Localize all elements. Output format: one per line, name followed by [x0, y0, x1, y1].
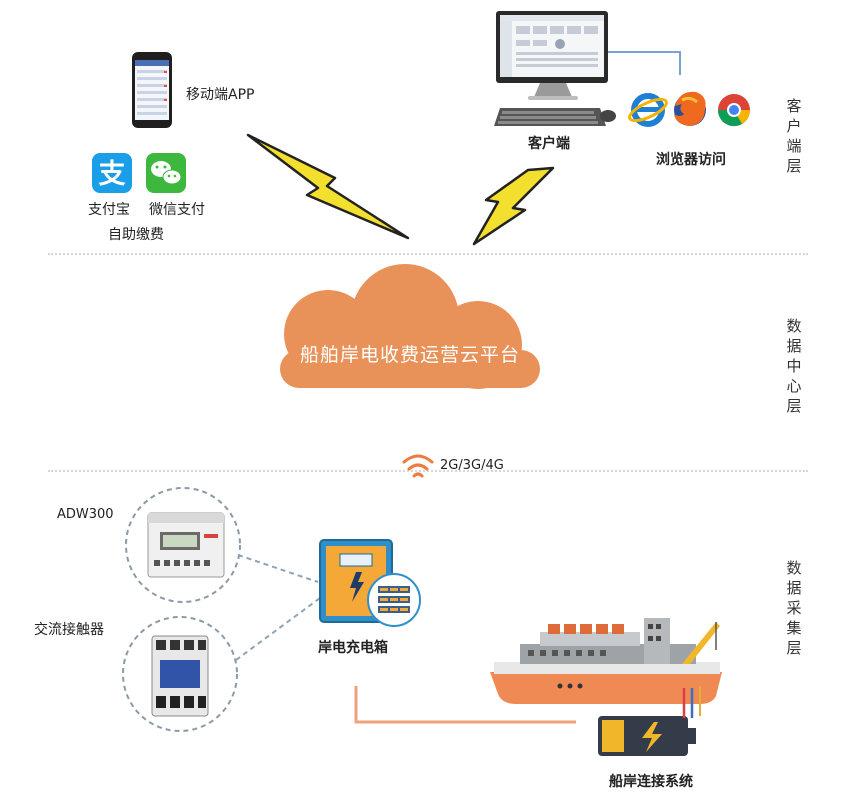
- contactor-label: 交流接触器: [34, 622, 104, 638]
- phone-icon: [132, 52, 172, 128]
- charger-box-label: 岸电充电箱: [318, 640, 388, 656]
- meter-circle: [125, 487, 241, 603]
- layer-label-datacenter-text: 数据中心层: [786, 317, 802, 415]
- lightning-bolt-right: [472, 166, 555, 246]
- ship-icon: [490, 618, 722, 704]
- self-payment-label: 自助缴费: [108, 227, 164, 243]
- connector-line-pc-browser: [605, 51, 681, 75]
- mobile-app-label: 移动端APP: [186, 87, 255, 103]
- layer-label-collection: 数据采集层: [783, 558, 805, 658]
- layer-label-client-text: 客户端层: [786, 97, 802, 175]
- layer-label-client: 客户端层: [783, 96, 805, 176]
- battery-icon: [598, 686, 701, 756]
- alipay-icon: 支: [92, 153, 132, 193]
- layer-label-datacenter: 数据中心层: [783, 316, 805, 416]
- browser-access-label: 浏览器访问: [656, 152, 726, 168]
- connector-meter-box: [237, 554, 319, 583]
- divider-datacenter-collection: [48, 470, 808, 472]
- ship-connection-label: 船岸连接系统: [609, 774, 693, 790]
- contactor-icon: [151, 635, 209, 717]
- svg-text:支: 支: [99, 159, 126, 190]
- divider-client-datacenter: [48, 253, 808, 255]
- connector-contactor-box: [235, 597, 321, 661]
- lightning-bolt-left: [246, 133, 410, 240]
- charger-box-icon: [319, 539, 421, 627]
- pc-client-label: 客户端: [528, 136, 570, 152]
- contactor-circle: [122, 616, 238, 732]
- ie-icon: [628, 93, 668, 127]
- wifi-icon: [402, 454, 434, 478]
- alipay-label: 支付宝: [88, 202, 130, 218]
- cloud-platform-label: 船舶岸电收费运营云平台: [299, 344, 520, 366]
- power-cable: [354, 686, 576, 724]
- chrome-icon: [717, 94, 751, 127]
- wechat-pay-label: 微信支付: [149, 202, 205, 218]
- meter-label: ADW300: [57, 507, 114, 522]
- layer-label-collection-text: 数据采集层: [786, 559, 802, 657]
- cloud-shape: [280, 264, 540, 389]
- firefox-icon: [674, 91, 706, 126]
- network-label: 2G/3G/4G: [440, 458, 504, 473]
- computer-icon: [494, 11, 616, 126]
- meter-icon: [147, 512, 225, 578]
- wechat-icon: [146, 153, 186, 193]
